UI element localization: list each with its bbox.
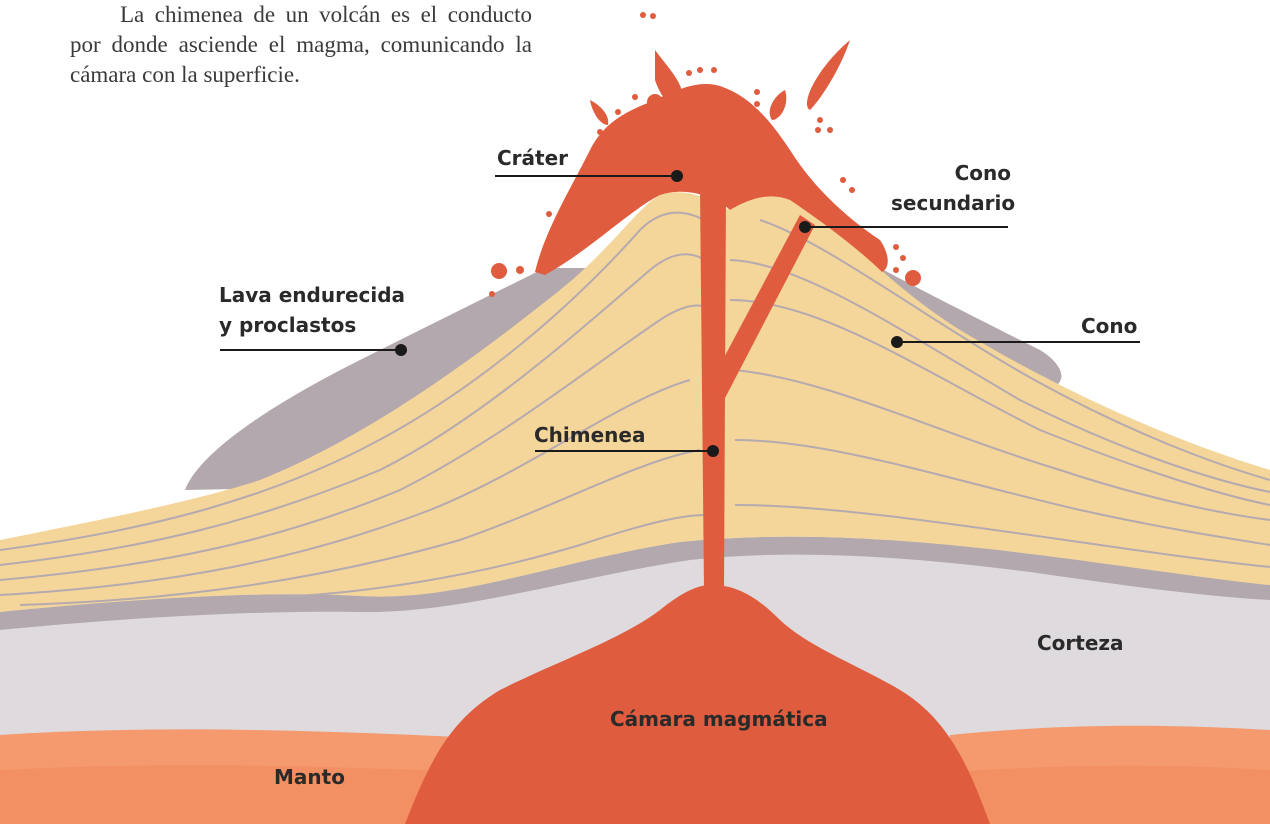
label-magma-chamber: Cámara magmática — [610, 707, 828, 731]
label-secondary-cone: Cono secundario — [891, 160, 1016, 216]
label-crust: Corteza — [1037, 631, 1124, 655]
label-hardened-lava-line2: y proclastos — [219, 313, 357, 337]
label-crater: Cráter — [497, 146, 569, 170]
lava-droplets — [489, 12, 921, 297]
secondary-cone-branch — [712, 215, 815, 400]
label-hardened-lava-line1: Lava endurecida — [219, 283, 406, 307]
magma-chamber — [405, 584, 990, 824]
label-secondary-cone-line2: secundario — [891, 191, 1016, 215]
label-cone: Cono — [1081, 314, 1138, 338]
label-mantle: Manto — [274, 765, 345, 789]
cone-dot — [891, 336, 903, 348]
hardened-lava-dot — [395, 344, 407, 356]
intro-paragraph: La chimenea de un volcán es el conducto … — [70, 2, 532, 87]
crater-magma — [535, 83, 888, 275]
secondary-cone-dot — [799, 221, 811, 233]
label-chimney: Chimenea — [534, 423, 646, 447]
chimney-dot — [707, 445, 719, 457]
chimney — [700, 190, 726, 590]
crater-dot — [671, 170, 683, 182]
leader-lines — [220, 170, 1140, 457]
label-hardened-lava: Lava endurecida y proclastos — [219, 282, 405, 338]
cone-strata — [0, 211, 1270, 606]
crust-edge — [0, 536, 1270, 630]
label-secondary-cone-line1: Cono — [954, 161, 1011, 185]
